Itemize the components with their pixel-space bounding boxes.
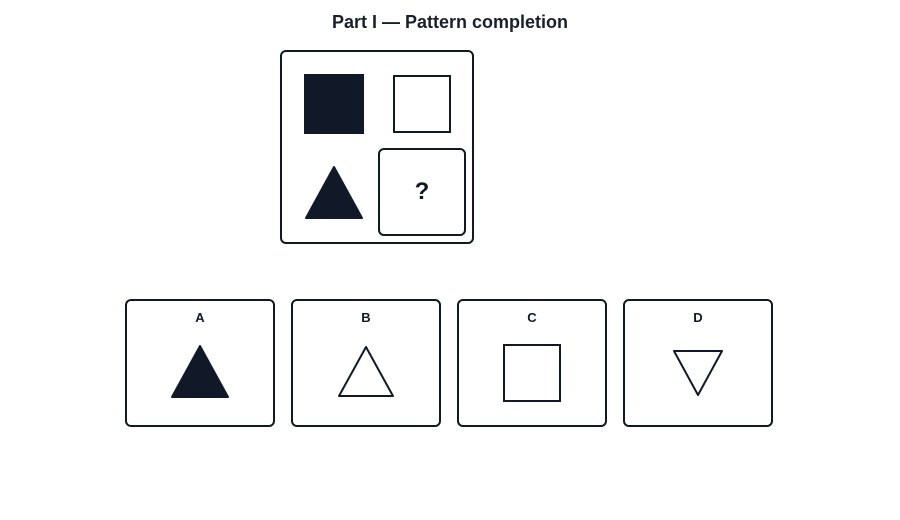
option-label: C [527,310,537,325]
option-b[interactable]: B [291,299,441,427]
outline-triangle-icon [336,343,396,399]
option-label: B [361,310,371,325]
missing-cell: ? [378,148,466,236]
solid-triangle-icon [170,343,230,399]
outline-square-icon [392,74,452,134]
solid-square-icon [304,74,364,134]
pattern-matrix: ? [280,50,474,244]
option-d[interactable]: D [623,299,773,427]
option-a[interactable]: A [125,299,275,427]
question-mark: ? [414,178,430,205]
solid-triangle-icon [304,164,364,220]
page-title: Part I — Pattern completion [331,12,569,32]
option-label: A [195,310,205,325]
outline-inverted-triangle-icon [668,343,728,399]
outline-square-icon [502,343,562,403]
option-c[interactable]: C [457,299,607,427]
option-label: D [693,310,703,325]
